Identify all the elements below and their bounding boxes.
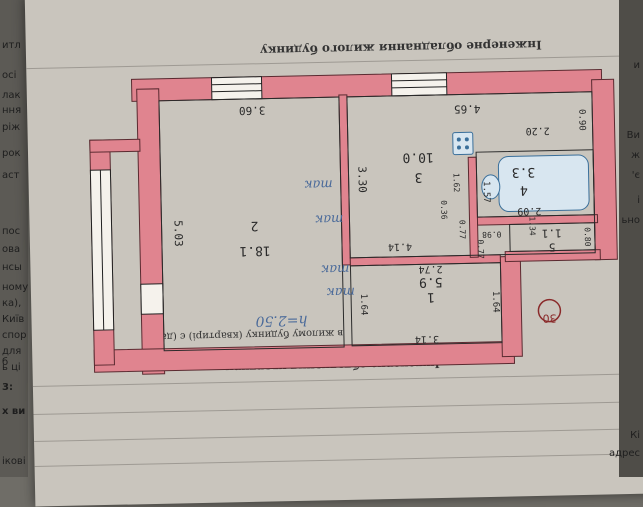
edge-fragment: ь ці (2, 362, 21, 373)
edge-fragment: Кі (630, 430, 640, 441)
edge-fragment: ж (630, 150, 640, 161)
dim-bath-width: 2.09 (517, 205, 541, 217)
edge-fragment: Київ (2, 314, 25, 325)
edge-fragment: осі (2, 70, 17, 81)
edge-fragment: спор (2, 330, 27, 341)
dim-small-1: 1.62 (452, 173, 461, 193)
building-section-title: Інженерне обладнання жилого будинку (260, 38, 542, 58)
room-4-number: 4 (520, 182, 528, 197)
ceiling-height: h=2.50 (255, 312, 307, 329)
handwritten-note: так (315, 211, 343, 227)
edge-fragment: итл (2, 40, 21, 51)
handwritten-circle (537, 298, 562, 323)
right-page-edge: и Ви ж 'є і ьно Кі адрес (609, 0, 643, 477)
edge-fragment: Ви (626, 130, 640, 141)
dim-wc-height: 0.80 (583, 227, 592, 247)
edge-fragment: лак (2, 90, 21, 101)
dim-corridor-width: 2.74 (418, 263, 442, 275)
room-3-area: 10.0 (402, 149, 434, 165)
dim-bottom-width: 3.14 (415, 333, 439, 345)
room-1-area: 5.9 (419, 274, 443, 289)
room-1-number: 1 (427, 289, 435, 304)
edge-fragment: і (637, 195, 640, 206)
edge-fragment: ка), (2, 298, 22, 309)
edge-fragment: ова (2, 244, 21, 255)
edge-fragment: ному (2, 282, 29, 293)
edge-fragment: ння (2, 105, 22, 116)
dim-bath-height: 1.57 (481, 181, 491, 203)
edge-fragment: пос (2, 226, 21, 237)
room-5-area: 1.1 (542, 226, 562, 239)
edge-fragment: и (633, 60, 641, 71)
room-2-area: 18.1 (239, 243, 271, 259)
form-line-text: в жилому будинку (квартирі) є (да, ні) (140, 327, 343, 342)
edge-fragment: 3: (2, 382, 13, 393)
dim-corridor-right-height: 1.64 (490, 291, 500, 313)
dim-small-5: 0.77 (476, 239, 485, 259)
floor-plan-page: Інженерне обладнання жилого будинку Інже… (24, 0, 643, 507)
room-5-number: 5 (549, 241, 556, 254)
dim-corridor-left-height: 1.64 (358, 294, 368, 316)
handwritten-badge: 30 (542, 312, 556, 325)
dim-top-right: 4.65 (454, 102, 481, 116)
dim-small-2: 0.36 (439, 200, 448, 220)
edge-fragment: х ви (2, 406, 26, 417)
dim-left-height: 5.03 (171, 220, 185, 247)
edge-fragment: ріж (2, 122, 21, 133)
room-3-number: 3 (415, 169, 423, 184)
dim-small-3: 0.77 (458, 220, 467, 240)
handwritten-note: так (321, 261, 349, 277)
dim-wc-width: 1.34 (527, 216, 536, 236)
handwritten-note: так (327, 284, 355, 300)
edge-fragment: адрес (608, 448, 640, 459)
room-4-area: 3.3 (512, 164, 536, 179)
left-page-edge: итл осі лак ння ріж рок аст пос ова нсы … (0, 0, 28, 477)
edge-fragment: ікові (2, 456, 26, 467)
edge-fragment: 'є (631, 170, 640, 181)
edge-fragment: для б (2, 346, 22, 368)
handwritten-note: так (304, 176, 332, 192)
dim-mid-height: 3.30 (355, 166, 369, 193)
dim-right-top: 0.90 (576, 109, 586, 131)
edge-fragment: рок (2, 148, 21, 159)
edge-fragment: аст (2, 170, 20, 181)
dim-corridor-top: 4.14 (388, 241, 412, 253)
room-2-number: 2 (250, 218, 258, 233)
dim-small-4: 0.98 (482, 230, 502, 239)
floor-plan-drawing: Інженерне обладнання жилого будинку Інже… (26, 38, 643, 467)
edge-fragment: ьно (621, 215, 640, 226)
dim-top-left: 3.60 (239, 104, 266, 118)
edge-fragment: нсы (2, 262, 22, 273)
dim-kitchen-width: 2.20 (525, 125, 549, 137)
